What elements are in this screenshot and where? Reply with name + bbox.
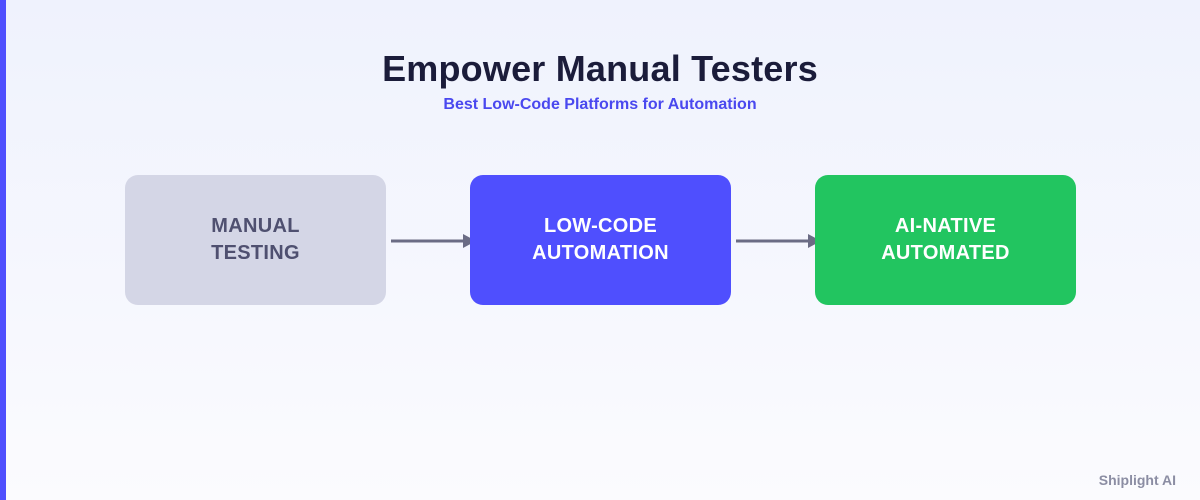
stage-label: AI-NATIVE AUTOMATED: [881, 215, 1010, 264]
stage-label: LOW-CODE AUTOMATION: [532, 215, 669, 264]
brand-watermark: Shiplight AI: [1098, 472, 1176, 488]
stage-label: MANUAL TESTING: [211, 215, 300, 264]
stage-manual-testing: MANUAL TESTING: [125, 175, 386, 305]
page-title: Empower Manual Testers: [382, 48, 818, 89]
arrow-right-icon: [391, 234, 476, 248]
page-subtitle: Best Low-Code Platforms for Automation: [443, 96, 757, 113]
stage-ai-native-automated: AI-NATIVE AUTOMATED: [815, 175, 1076, 305]
arrow-right-icon: [736, 234, 821, 248]
accent-bar: [0, 0, 6, 500]
stage-low-code-automation: LOW-CODE AUTOMATION: [470, 175, 731, 305]
